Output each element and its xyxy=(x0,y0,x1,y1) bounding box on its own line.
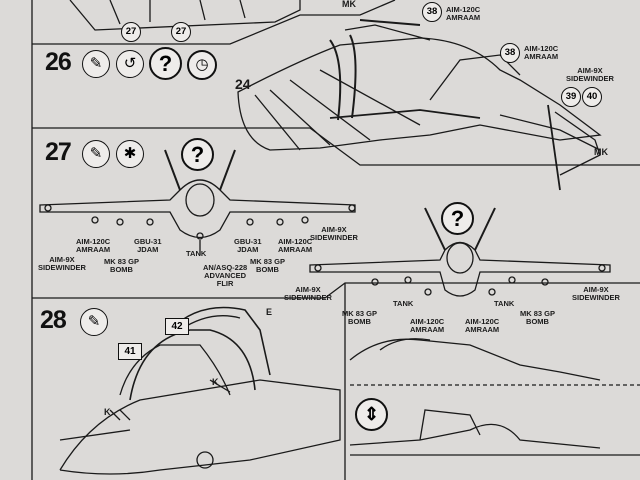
part-number: 24 xyxy=(235,76,251,92)
paint-icon: ✎ xyxy=(82,140,110,168)
decal-icon: ✱ xyxy=(116,140,144,168)
question-icon: ? xyxy=(181,138,214,171)
glue-icon: ✎ xyxy=(80,308,108,336)
decal-marker: MK xyxy=(342,0,356,9)
divider-27-28 xyxy=(32,282,640,299)
question-icon: ? xyxy=(149,47,182,80)
step-number: 26 xyxy=(45,48,72,76)
front-view-aircraft-right xyxy=(309,207,611,297)
clock-icon: ◷ xyxy=(187,50,217,80)
weapon-label: TANK xyxy=(186,249,207,258)
part-callout: 40 xyxy=(582,87,602,107)
attach-marker: K xyxy=(212,377,219,387)
step-number: 28 xyxy=(40,306,67,334)
step26-wing xyxy=(237,37,602,151)
part-callout: 27 xyxy=(171,22,191,42)
upper-wing-outline xyxy=(69,0,301,31)
weapon-label: TANK xyxy=(393,299,414,308)
optional-icon: ↺ xyxy=(116,50,144,78)
front-view-aircraft-left xyxy=(39,149,356,255)
part-callout: 39 xyxy=(561,87,581,107)
attach-marker: K xyxy=(104,407,111,417)
weapon-label: TANK xyxy=(494,299,515,308)
flip-arrows-icon: ⇕ xyxy=(355,398,388,431)
canopy-side-views xyxy=(349,338,640,456)
part-callout: 27 xyxy=(121,22,141,42)
glue-icon: ✎ xyxy=(82,50,110,78)
part-callout: 38 xyxy=(422,2,442,22)
attach-marker: E xyxy=(266,307,273,317)
step-number: 27 xyxy=(45,138,72,166)
part-callout: 41 xyxy=(118,343,142,360)
part-callout: 38 xyxy=(500,43,520,63)
divider-top xyxy=(32,0,396,45)
decal-marker: MK xyxy=(594,147,608,157)
question-icon: ? xyxy=(441,202,474,235)
part-callout: 42 xyxy=(165,318,189,335)
